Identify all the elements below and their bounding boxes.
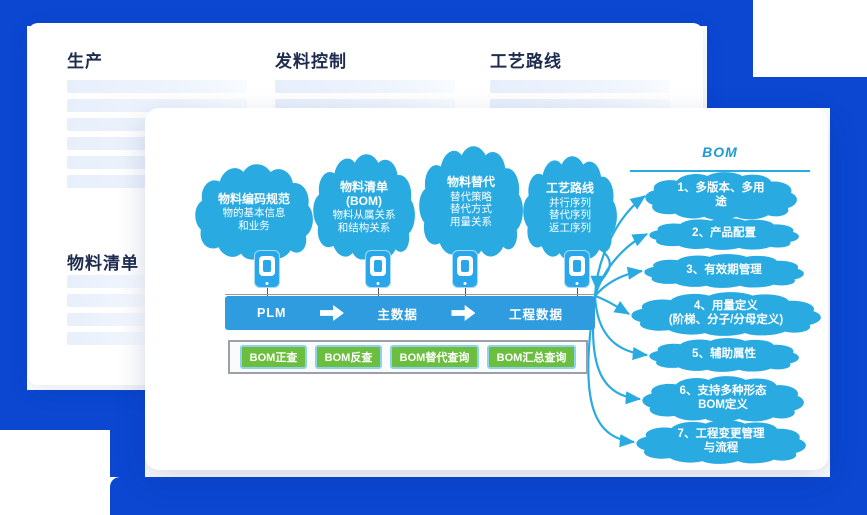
skeleton-row	[275, 80, 455, 93]
bom-summary-query-button[interactable]: BOM汇总查询	[486, 345, 577, 369]
bom-item-cloud: 1、多版本、多用途	[645, 172, 797, 220]
skeleton-row	[67, 294, 145, 307]
top-cloud-title: 物料替代	[446, 175, 495, 190]
section-title-routing: 工艺路线	[490, 52, 562, 71]
cloud-shape-icon	[313, 154, 415, 260]
bom-panel-title: BOM	[702, 144, 738, 160]
bom-item-cloud: 7、工程变更管理与流程	[636, 420, 806, 464]
decor-blue-top-bar	[0, 0, 753, 26]
bom-item-label: 3、有效期管理	[686, 264, 762, 277]
section-title-issue-control: 发料控制	[275, 52, 347, 71]
bom-item-label: 2、产品配置	[692, 227, 756, 240]
top-cloud: 物料替代替代策略替代方式用量关系	[419, 146, 523, 258]
top-cloud-body: 物的基本信息和业务	[222, 207, 286, 232]
top-cloud: 物料编码规范物的基本信息和业务	[195, 164, 313, 260]
bom-item-cloud: 2、产品配置	[649, 218, 799, 250]
bom-substitute-query-button[interactable]: BOM替代查询	[389, 345, 480, 369]
cloud-shape-icon	[636, 420, 806, 464]
bar-top-line	[225, 294, 595, 295]
mobile-device-icon	[254, 250, 280, 288]
cloud-shape-icon	[631, 292, 821, 336]
top-cloud-body: 并行序列替代序列返工序列	[549, 196, 591, 234]
cloud-shape-icon	[419, 146, 523, 258]
flow-step-master-data: 主数据	[377, 307, 418, 322]
flow-arrow-icon	[451, 305, 476, 321]
bom-panel-underline	[630, 170, 810, 172]
decor-blue-bottomleft-column	[110, 390, 145, 477]
top-cloud: 工艺路线并行序列替代序列返工序列	[523, 156, 617, 260]
cloud-shape-icon	[195, 164, 313, 260]
bom-item-cloud: 3、有效期管理	[644, 254, 804, 288]
decor-blue-left-column	[0, 0, 27, 430]
top-cloud: 物料清单(BOM)物料从属关系和结构关系	[313, 154, 415, 260]
skeleton-row	[67, 313, 145, 326]
bom-item-label: 5、辅助属性	[692, 348, 756, 361]
skeleton-row	[490, 80, 670, 93]
cloud-shape-icon	[523, 156, 617, 260]
mobile-device-icon	[452, 250, 478, 288]
skeleton-row	[67, 80, 247, 93]
bom-item-cloud: 4、用量定义(阶梯、分子/分母定义)	[631, 292, 821, 336]
section-title-bom: 物料清单	[67, 254, 139, 273]
top-cloud-title: 物料编码规范	[217, 191, 290, 206]
bom-item-cloud: 5、辅助属性	[649, 338, 799, 372]
flow-step-engineering-data: 工程数据	[508, 307, 563, 322]
skeleton-rows-bom	[67, 275, 145, 351]
flow-arrow-icon	[319, 305, 344, 321]
bom-item-label: 1、多版本、多用途	[677, 182, 765, 208]
cloud-shape-icon	[649, 338, 799, 372]
bom-item-label: 7、工程变更管理与流程	[677, 428, 765, 454]
skeleton-row	[67, 332, 145, 345]
section-title-production: 生产	[67, 52, 103, 71]
cloud-shape-icon	[642, 376, 804, 422]
top-cloud-body: 物料从属关系和结构关系	[332, 209, 396, 234]
top-cloud-title: 物料清单(BOM)	[339, 179, 388, 208]
flow-step-plm: PLM	[257, 306, 287, 320]
bom-query-button-box: BOM正查 BOM反查 BOM替代查询 BOM汇总查询	[228, 340, 588, 374]
diagram-card: 物料编码规范物的基本信息和业务物料清单(BOM)物料从属关系和结构关系物料替代替…	[145, 108, 828, 470]
bom-reverse-query-button[interactable]: BOM反查	[314, 345, 383, 369]
cloud-shape-icon	[644, 254, 804, 288]
mobile-device-icon	[365, 250, 391, 288]
decor-blue-right-column	[830, 77, 867, 515]
bom-item-label: 4、用量定义(阶梯、分子/分母定义)	[668, 300, 784, 326]
skeleton-row	[67, 275, 145, 288]
mobile-device-icon	[564, 250, 590, 288]
cloud-shape-icon	[649, 218, 799, 250]
top-cloud-title: 工艺路线	[545, 181, 594, 196]
decor-blue-bottom-bar	[110, 477, 867, 515]
cloud-shape-icon	[645, 172, 797, 220]
top-cloud-body: 替代策略替代方式用量关系	[450, 190, 492, 228]
plm-flow-bar: PLM 主数据 工程数据	[225, 296, 595, 330]
bom-forward-query-button[interactable]: BOM正查	[239, 345, 308, 369]
